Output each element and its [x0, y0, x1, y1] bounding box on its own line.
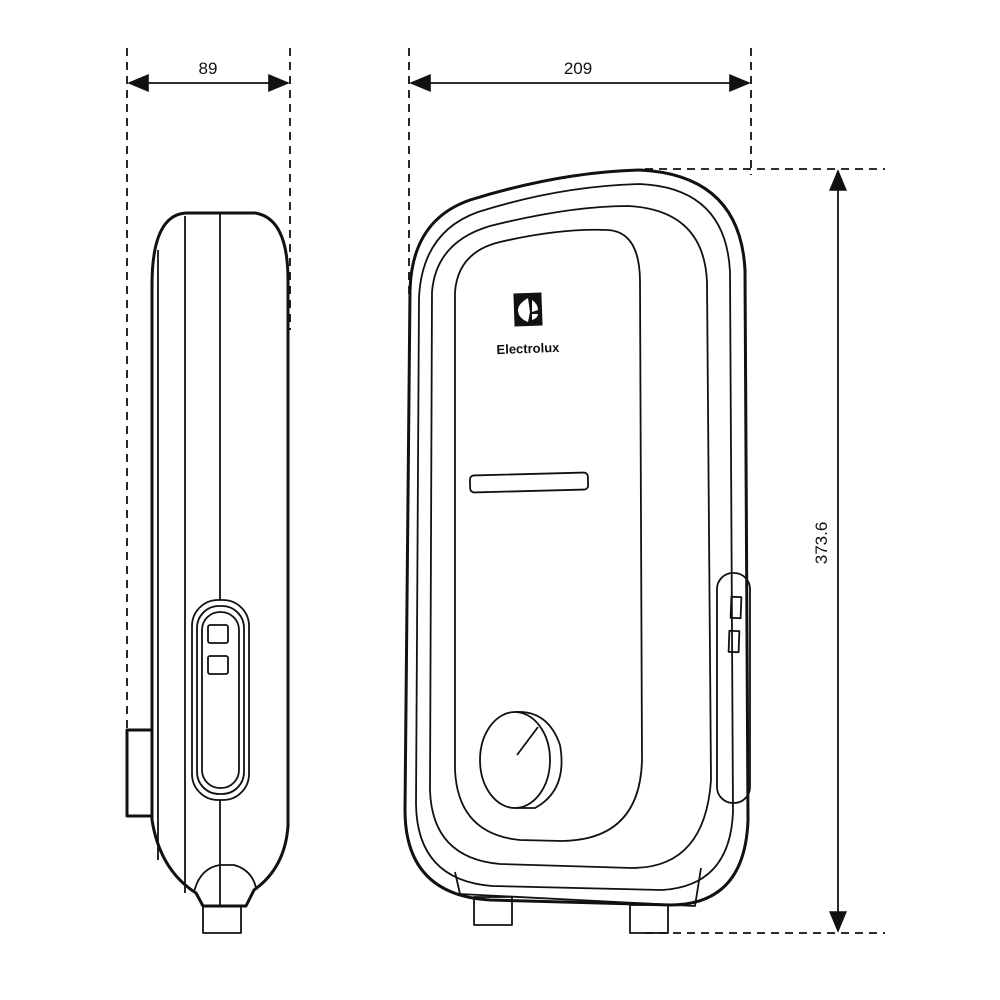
side-button-icon	[207, 655, 229, 675]
depth-label: 89	[199, 59, 218, 78]
outlet-pipe	[629, 904, 669, 934]
front-side-button-icon	[729, 595, 743, 620]
brand-name: Electrolux	[496, 340, 560, 357]
side-control-pod	[716, 572, 751, 804]
side-panel-inner	[196, 605, 245, 795]
inlet-pipe	[473, 896, 513, 926]
width-label: 209	[564, 59, 592, 78]
wall-bracket	[125, 728, 152, 818]
dimension-width: 209	[408, 48, 752, 300]
dimension-height: 373.6	[645, 168, 885, 934]
dimension-depth: 89	[126, 48, 291, 728]
side-view	[125, 211, 290, 934]
front-frame	[429, 205, 712, 869]
side-panel	[191, 599, 250, 801]
front-side-button-icon	[727, 629, 741, 654]
electrolux-logo-icon	[513, 292, 543, 327]
side-button-icon	[207, 624, 229, 644]
display-slot	[469, 471, 590, 494]
front-body-outline	[403, 168, 750, 907]
base-plate	[454, 867, 702, 907]
front-panel	[454, 228, 643, 842]
side-dome	[193, 864, 257, 893]
side-panel-inner	[201, 611, 240, 789]
front-view: Electrolux	[403, 168, 751, 934]
dial-rim	[514, 711, 563, 809]
front-bezel	[415, 183, 734, 891]
dial-face[interactable]	[479, 711, 551, 809]
brand-logo: Electrolux	[496, 292, 560, 357]
temperature-dial[interactable]	[479, 711, 563, 809]
height-label: 373.6	[812, 522, 831, 565]
dial-pointer	[516, 726, 539, 756]
side-pipe	[202, 905, 242, 934]
side-body-outline	[150, 211, 290, 908]
